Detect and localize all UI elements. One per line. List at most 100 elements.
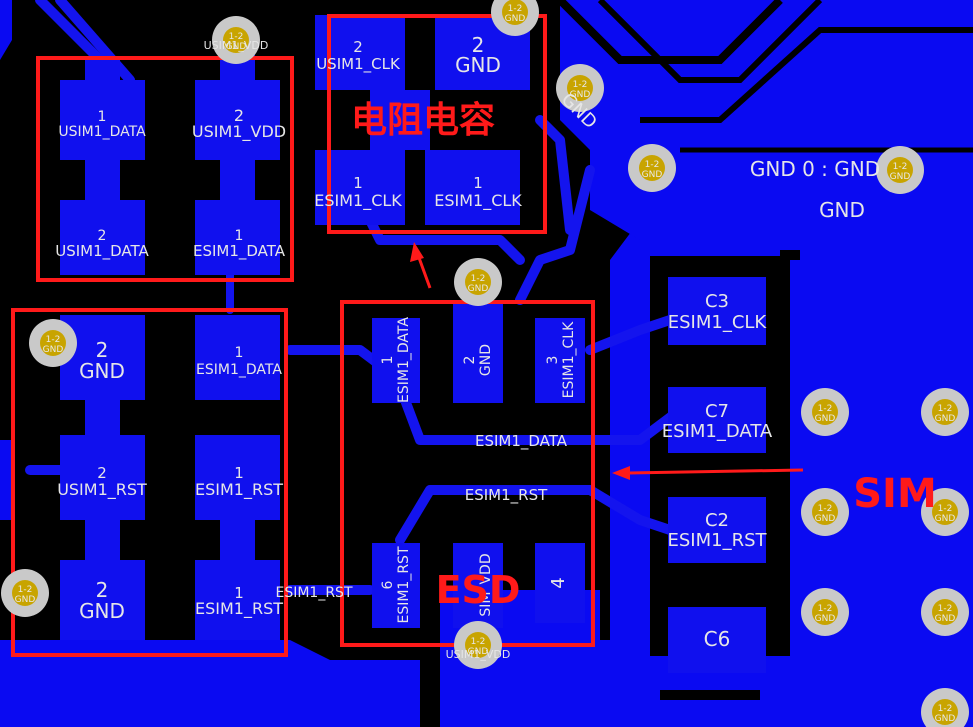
silkscreen: USIM1_VDD 2 USIM1_CLK 2 GND GND GND 0 : … bbox=[55, 33, 880, 661]
annotation-arrows bbox=[410, 242, 804, 480]
via-net: GND bbox=[935, 514, 956, 524]
annotation-labels: 电阻电容 ESD SIM bbox=[351, 100, 937, 612]
rc-clk-r-label: ESIM1_CLK bbox=[434, 191, 522, 211]
res-data-label: ESIM1_DATA bbox=[196, 362, 282, 378]
esd-trace-data-label: ESIM1_DATA bbox=[475, 432, 568, 451]
via-net: GND bbox=[505, 14, 526, 24]
via-label: 1-2 bbox=[471, 637, 486, 647]
res-rst3-label: ESIM1_RST bbox=[195, 599, 283, 619]
via-net: GND bbox=[815, 414, 836, 424]
via-net: GND bbox=[815, 514, 836, 524]
via-net: GND bbox=[15, 595, 36, 605]
connector-pads bbox=[668, 277, 766, 673]
cap-l2-num: 2 bbox=[234, 106, 244, 125]
via-net: GND bbox=[43, 345, 64, 355]
via-label: 1-2 bbox=[938, 604, 953, 614]
res-rst2-num: 2 bbox=[97, 464, 107, 482]
via-label: 1-2 bbox=[573, 80, 588, 90]
via-net: GND bbox=[890, 172, 911, 182]
via-label: 1-2 bbox=[818, 404, 833, 414]
top-gnd-label: GND bbox=[455, 53, 501, 77]
res-gnd2-num: 2 bbox=[96, 578, 109, 602]
cap-pads bbox=[60, 55, 280, 275]
esd-trace-rst-label: ESIM1_RST bbox=[465, 486, 548, 505]
esd-p2-num: 2 bbox=[462, 356, 478, 365]
via-net: GND bbox=[642, 170, 663, 180]
via-net: GND bbox=[468, 647, 489, 657]
top-usim-vdd-label: USIM1_VDD bbox=[204, 39, 269, 52]
esd-p5-label: SIM_VDD bbox=[478, 553, 494, 616]
esd-p6-label: ESIM1_RST bbox=[396, 546, 412, 623]
rc-clk-r-num: 1 bbox=[473, 174, 483, 192]
cap-l4-label: ESIM1_DATA bbox=[193, 242, 286, 261]
res-rst2-label: USIM1_RST bbox=[57, 480, 147, 500]
bottom-usim-vdd-label: USIM1_VDD bbox=[446, 648, 511, 661]
c7-net-label: ESIM1_DATA bbox=[662, 421, 773, 442]
cap-l1-num: 1 bbox=[98, 109, 107, 125]
via-label: 1-2 bbox=[938, 704, 953, 714]
gnd-net-label: GND 0 : GND bbox=[750, 157, 880, 181]
via-net: GND bbox=[570, 90, 591, 100]
rc-clk-l-label: ESIM1_CLK bbox=[314, 191, 402, 211]
res-gnd2-label: GND bbox=[79, 599, 125, 623]
esd-p3-num: 3 bbox=[545, 356, 561, 365]
res-data-num: 1 bbox=[235, 345, 244, 361]
via-label: 1-2 bbox=[818, 504, 833, 514]
c6-label: C6 bbox=[704, 627, 731, 651]
esd-p4-label: 4 bbox=[548, 577, 569, 588]
esd-annotation: ESD bbox=[436, 568, 521, 612]
top-gnd-num: 2 bbox=[472, 33, 485, 57]
cap-l2-label: USIM1_VDD bbox=[192, 122, 286, 142]
top-usim1-clk-label: USIM1_CLK bbox=[316, 55, 401, 74]
res-gnd1-num: 2 bbox=[96, 338, 109, 362]
via-label: 1-2 bbox=[18, 585, 33, 595]
via-label: 1-2 bbox=[229, 32, 244, 42]
esd-p1-num: 1 bbox=[380, 356, 396, 365]
c7-label: C7 bbox=[705, 401, 729, 422]
via-label: 1-2 bbox=[893, 162, 908, 172]
via-net: GND bbox=[226, 42, 247, 52]
cap-l4-num: 1 bbox=[235, 228, 244, 244]
esd-p2-label: GND bbox=[478, 344, 494, 376]
c3-label: C3 bbox=[705, 291, 729, 312]
esd-pads bbox=[372, 300, 585, 628]
gnd-big-label: GND bbox=[819, 198, 865, 222]
cap-l1-label: USIM1_DATA bbox=[58, 124, 146, 140]
c3-net-label: ESIM1_CLK bbox=[668, 312, 768, 333]
esd-p3-label: ESIM1_CLK bbox=[561, 321, 577, 398]
cap-l3-label: USIM1_DATA bbox=[55, 242, 149, 261]
via-label: 1-2 bbox=[938, 504, 953, 514]
via-label: 1-2 bbox=[938, 404, 953, 414]
via-label: 1-2 bbox=[645, 160, 660, 170]
c2-label: C2 bbox=[705, 510, 729, 531]
via-net: GND bbox=[935, 714, 956, 724]
sim-annotation: SIM bbox=[853, 471, 937, 517]
res-gnd1-label: GND bbox=[79, 359, 125, 383]
rc-annotation: 电阻电容 bbox=[351, 100, 495, 141]
res-trace-rst-label: ESIM1_RST bbox=[275, 585, 352, 601]
res-rst1-label: ESIM1_RST bbox=[195, 480, 283, 500]
via-label: 1-2 bbox=[508, 4, 523, 14]
via-label: 1-2 bbox=[46, 335, 61, 345]
via-net: GND bbox=[935, 614, 956, 624]
res-pads bbox=[60, 315, 280, 640]
cap-l3-num: 2 bbox=[98, 228, 107, 244]
via-net: GND bbox=[468, 284, 489, 294]
via-label: 1-2 bbox=[471, 274, 486, 284]
